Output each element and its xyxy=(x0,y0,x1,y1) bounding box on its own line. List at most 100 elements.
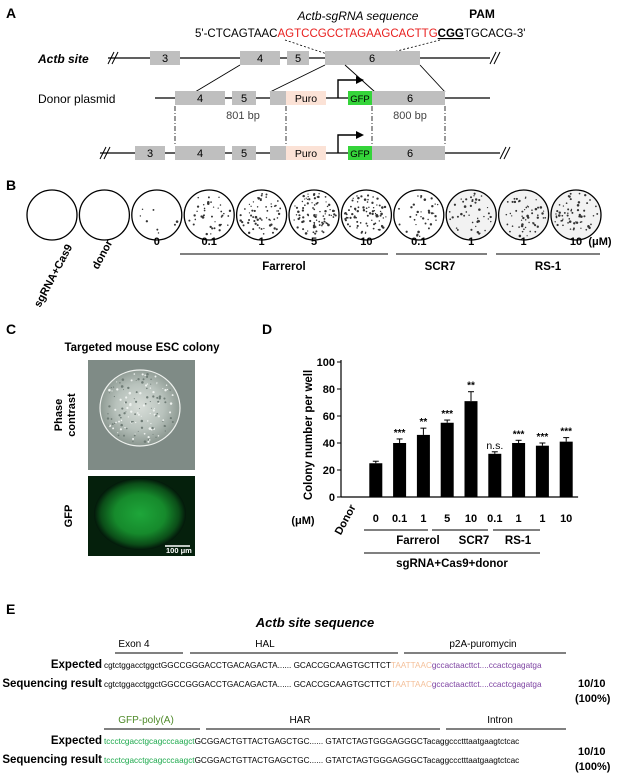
colony-dot xyxy=(329,208,331,211)
colony-dot xyxy=(569,192,572,195)
colony-dot xyxy=(192,223,195,226)
colony-dot xyxy=(365,222,368,225)
colony-dot xyxy=(413,218,416,221)
colony-dot xyxy=(308,198,311,201)
colony-dot xyxy=(265,193,268,196)
colony-dot xyxy=(420,211,422,213)
colony-dot xyxy=(521,215,523,217)
sequence-title: Actb site sequence xyxy=(255,615,375,630)
colony-dot xyxy=(265,206,267,208)
cell-speckle xyxy=(129,403,132,407)
colony-dot xyxy=(412,203,415,206)
colony-dot xyxy=(420,196,422,199)
colony-dot xyxy=(262,233,265,235)
colony-dot xyxy=(534,224,537,227)
gfp-image xyxy=(88,476,195,556)
colony-dot xyxy=(367,198,369,201)
colony-dot xyxy=(318,220,321,223)
colony-dot xyxy=(580,215,583,218)
colony-dot xyxy=(156,228,159,231)
colony-dot xyxy=(469,204,472,207)
significance-label: *** xyxy=(560,427,572,438)
cell-speckle xyxy=(121,407,124,410)
y-axis-label: Colony number per well xyxy=(303,370,315,500)
colony-dot xyxy=(573,222,576,225)
colony-dot xyxy=(476,231,480,234)
colony-dot xyxy=(558,211,561,214)
cell-speckle xyxy=(119,398,122,401)
bar xyxy=(512,443,526,497)
cell-speckle xyxy=(146,372,149,376)
colony-dot xyxy=(563,211,566,214)
colony-dot xyxy=(527,216,530,219)
cell-speckle xyxy=(125,411,127,413)
colony-dot xyxy=(314,215,317,218)
colony-dot xyxy=(515,209,518,212)
colony-well xyxy=(497,189,550,241)
colony-dot xyxy=(427,227,430,230)
colony-dot xyxy=(307,214,310,217)
colony-dot xyxy=(453,203,457,206)
colony-dot xyxy=(256,206,259,208)
cell-speckle xyxy=(156,412,159,415)
colony-dot xyxy=(276,210,278,212)
colony-dot xyxy=(506,201,509,203)
colony-dot xyxy=(537,214,539,217)
cell-speckle xyxy=(156,382,158,384)
cell-speckle xyxy=(132,440,134,443)
colony-dot xyxy=(475,225,477,228)
colony-dot xyxy=(423,198,427,201)
colony-dot xyxy=(509,230,511,233)
cell-speckle xyxy=(118,414,121,417)
colony-dot xyxy=(209,225,212,229)
svg-text:6: 6 xyxy=(407,93,413,105)
colony-dot xyxy=(524,219,527,221)
colony-dot xyxy=(298,214,301,217)
colony-dot xyxy=(383,205,387,209)
colony-well xyxy=(340,189,393,241)
cell-speckle xyxy=(169,402,173,405)
colony-dot xyxy=(220,210,223,213)
cell-speckle xyxy=(169,389,171,391)
colony-dot xyxy=(567,221,569,224)
bar xyxy=(535,445,549,497)
colony-dot xyxy=(152,208,155,211)
colony-dot xyxy=(435,219,437,221)
cell-speckle xyxy=(137,413,140,416)
colony-dot xyxy=(305,197,307,199)
group-farrerol-b: Farrerol xyxy=(262,261,305,273)
colony-dot xyxy=(211,227,214,230)
cell-speckle xyxy=(162,419,165,422)
colony-dot xyxy=(588,226,591,230)
svg-text:5: 5 xyxy=(241,148,247,160)
cell-speckle xyxy=(140,426,144,429)
colony-dot xyxy=(478,198,481,202)
svg-text:GFP: GFP xyxy=(350,94,370,105)
cell-speckle xyxy=(158,395,162,398)
colony-dot xyxy=(409,215,412,218)
colony-dot xyxy=(318,224,321,226)
cell-speckle xyxy=(135,379,137,381)
colony-dot xyxy=(436,203,439,206)
dose-label: 10 xyxy=(570,236,582,248)
cell-speckle xyxy=(120,385,124,388)
colony-dot xyxy=(295,214,298,216)
colony-dot xyxy=(562,224,564,227)
group-scr7-d: SCR7 xyxy=(459,535,490,547)
cell-speckle xyxy=(152,433,154,435)
colony-dot xyxy=(326,222,328,225)
colony-dot xyxy=(321,223,324,226)
colony-dot xyxy=(363,198,367,201)
colony-dot xyxy=(313,221,316,224)
ratio-1: 10/10 xyxy=(578,678,606,690)
colony-dot xyxy=(522,216,525,220)
cell-speckle xyxy=(127,386,130,390)
colony-dot xyxy=(465,198,468,201)
colony-dot xyxy=(313,197,317,200)
colony-dot xyxy=(228,209,232,213)
y-tick-label: 0 xyxy=(329,492,335,504)
colony-dot xyxy=(333,210,336,212)
colony-dot xyxy=(487,218,490,220)
cell-speckle xyxy=(110,386,112,389)
colony-dot xyxy=(330,214,332,217)
